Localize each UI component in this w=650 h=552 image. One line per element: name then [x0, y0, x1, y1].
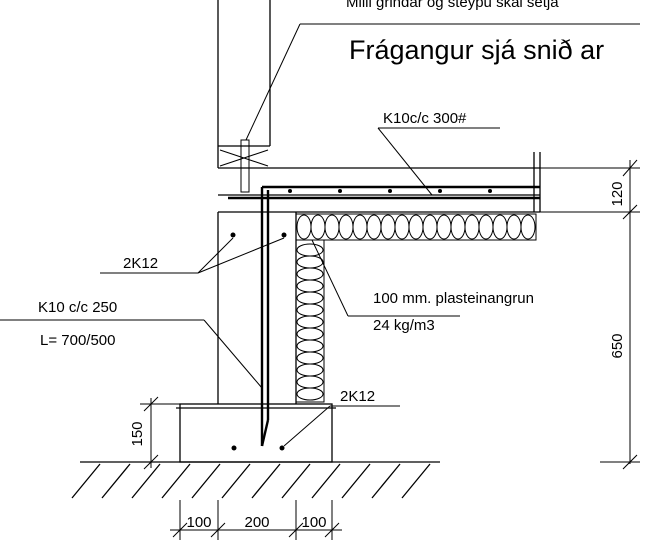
dim-footing-right: 100: [301, 514, 326, 531]
anchor-leader: [245, 23, 301, 141]
title-text: Frágangur sjá snið ar: [349, 35, 604, 65]
note-top-text: Milli grindar og steypu skal setja: [346, 0, 559, 11]
dimension-bottom: 100 200 100: [170, 500, 342, 540]
rebar-dot: [281, 232, 287, 238]
dim-footing-height: 150: [129, 421, 146, 446]
anchor-bolt-icon: [240, 139, 250, 193]
footing: [176, 403, 336, 463]
annotations: K10c/c 300# 2K12 K10 c/c 250 L= 700/500 …: [0, 110, 534, 447]
stirrup-length-label: L= 700/500: [40, 332, 116, 349]
dim-slab-thickness: 120: [609, 181, 626, 206]
dimension-right: 120 650: [540, 159, 640, 470]
dimension-footing-height: 150: [129, 396, 180, 470]
insulation: [295, 213, 537, 403]
rebar-dot: [230, 232, 236, 238]
dim-footing-left: 100: [186, 514, 211, 531]
stirrup-label: K10 c/c 250: [38, 299, 117, 316]
dim-wall-width: 200: [244, 514, 269, 531]
foundation-wall: [217, 187, 297, 446]
timber-wall: [217, 0, 640, 193]
concrete-slab: [218, 152, 541, 213]
dim-wall-height: 650: [609, 333, 626, 358]
ground: [71, 461, 440, 499]
insulation-label-1: 100 mm. plasteinangrun: [373, 290, 534, 307]
rebar-2k12-lower-label: 2K12: [340, 388, 375, 405]
slab-rebar-label: K10c/c 300#: [383, 110, 467, 127]
rebar-2k12-upper-label: 2K12: [123, 255, 158, 272]
insulation-label-2: 24 kg/m3: [373, 317, 435, 334]
